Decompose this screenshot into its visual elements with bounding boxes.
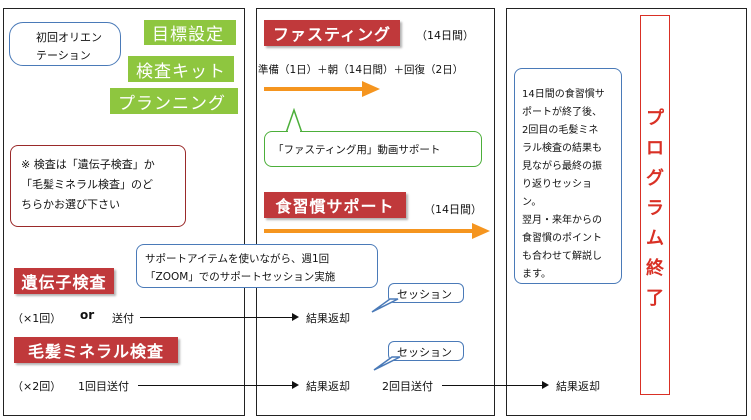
diet-support-arrow — [264, 223, 490, 239]
description-line-6: り返りセッショ — [522, 179, 592, 190]
program-end-char-4: ラ — [646, 198, 664, 219]
hair-flow-line-2 — [442, 385, 542, 386]
fasting-arrow — [264, 81, 380, 97]
planning-label: プランニング — [110, 88, 238, 114]
program-end-char-5: ム — [646, 228, 664, 249]
program-end-char-2: ロ — [646, 138, 664, 159]
description-line-9: 食習慣のポイント — [522, 233, 602, 244]
description-line-2: ポートが終了後、 — [522, 107, 602, 118]
fasting-title: ファスティング — [264, 20, 400, 46]
weekly-session-line2: 「ZOOM」でのサポートセッション実施 — [145, 271, 336, 283]
test-selection-note: ※ 検査は「遺伝子検査」か 「毛髪ミネラル検査」のど ちらかお選び下さい — [10, 145, 186, 227]
hair-flow-arrowhead-2 — [542, 381, 549, 389]
genetic-flow-line — [140, 317, 292, 318]
hair-mineral-count: （×2回） — [12, 380, 62, 393]
orientation-line2: テーション — [36, 49, 91, 62]
diet-support-title: 食習慣サポート — [264, 192, 406, 218]
video-support-text: 「ファスティング用」動画サポート — [273, 144, 441, 156]
description-line-11: ます。 — [522, 269, 551, 280]
genetic-session-tail — [371, 298, 399, 313]
hair-session-text: セッション — [397, 346, 452, 359]
description-line-8: 翌月・来年からの — [522, 215, 602, 226]
program-end-char-7: 了 — [646, 288, 664, 309]
hair-second-return: 結果返却 — [556, 380, 600, 393]
genetic-flow-arrowhead — [292, 313, 299, 321]
program-end-char-1: プ — [646, 108, 664, 129]
orientation-line1: 初回オリエン — [36, 31, 102, 44]
fasting-schedule: 準備（1日）＋朝（14日間）＋回復（2日） — [258, 64, 464, 76]
goal-setting-label: 目標設定 — [144, 20, 236, 45]
description-line-3: 2回目の毛髪ミネ — [522, 125, 599, 136]
hair-session-bubble: セッション — [388, 341, 464, 361]
description-line-4: ラル検査の結果も — [522, 143, 602, 154]
final-review-description: 14日間の食習慣サ ポートが終了後、 2回目の毛髪ミネ ラル検査の結果も 見なが… — [514, 68, 622, 284]
program-end-box: プ ロ グ ラ ム 終 了 — [640, 15, 670, 395]
genetic-or: or — [80, 308, 95, 322]
description-line-1: 14日間の食習慣サ — [522, 89, 605, 100]
description-line-5: 見ながら最終の振 — [522, 161, 602, 172]
weekly-session-bubble: サポートアイテムを使いながら、週1回 「ZOOM」でのサポートセッション実施 — [136, 244, 378, 288]
program-end-char-3: グ — [646, 168, 664, 189]
description-line-10: も合わせて解説し — [522, 251, 602, 262]
video-support-tail-cover — [288, 130, 300, 133]
test-kit-label: 検査キット — [128, 56, 234, 82]
hair-flow-line-1 — [138, 385, 292, 386]
selection-note-line1: ※ 検査は「遺伝子検査」か — [21, 158, 155, 171]
genetic-return: 結果返却 — [306, 312, 350, 325]
diet-support-duration: （14日間） — [424, 203, 482, 216]
selection-note-line3: ちらかお選び下さい — [21, 198, 120, 211]
genetic-send: 送付 — [112, 312, 134, 325]
description-line-7: ン。 — [522, 197, 542, 208]
weekly-session-line1: サポートアイテムを使いながら、週1回 — [145, 253, 330, 265]
hair-flow-arrowhead-1 — [292, 381, 299, 389]
hair-first-return: 結果返却 — [306, 380, 350, 393]
hair-session-tail — [373, 356, 401, 371]
hair-second-send: 2回目送付 — [382, 380, 433, 393]
program-end-char-6: 終 — [646, 258, 664, 279]
orientation-box: 初回オリエン テーション — [9, 22, 121, 66]
video-support-box: 「ファスティング用」動画サポート — [264, 131, 482, 167]
genetic-session-text: セッション — [397, 288, 452, 301]
hair-first-send: 1回目送付 — [78, 380, 129, 393]
genetic-session-bubble: セッション — [388, 283, 464, 303]
selection-note-line2: 「毛髪ミネラル検査」のど — [21, 178, 153, 191]
genetic-test-count: （×1回） — [12, 312, 62, 325]
hair-mineral-title: 毛髪ミネラル検査 — [14, 337, 178, 363]
genetic-test-title: 遺伝子検査 — [14, 268, 114, 294]
fasting-duration: （14日間） — [416, 29, 474, 42]
